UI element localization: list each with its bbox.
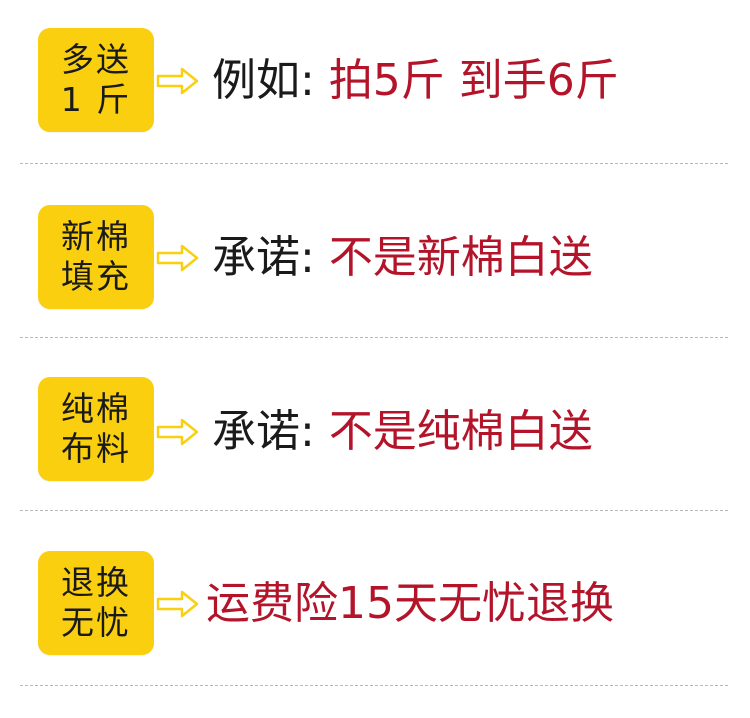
right-arrow-icon (156, 418, 199, 446)
right-arrow-icon (156, 67, 199, 95)
badge-line-1: 纯棉 (61, 389, 131, 428)
dashed-divider (20, 510, 728, 511)
statement-lead: 例如: (212, 55, 329, 106)
right-arrow-icon (156, 244, 199, 272)
badge-worry-free-return: 退换 无忧 (38, 551, 154, 655)
row-statement: 承诺: 不是纯棉白送 (212, 406, 593, 458)
row-statement: 例如: 拍5斤 到手6斤 (212, 55, 619, 107)
badge-line-2: 1 斤 (60, 80, 132, 119)
statement-highlight: 不是新棉白送 (328, 232, 593, 283)
badge-line-1: 新棉 (61, 217, 131, 256)
statement-highlight: 运费险15天无忧退换 (206, 578, 614, 629)
badge-line-2: 无忧 (61, 603, 131, 642)
statement-lead: 承诺: (212, 406, 329, 457)
badge-line-1: 退换 (61, 563, 131, 602)
statement-lead: 承诺: (212, 232, 329, 283)
dashed-divider (20, 337, 728, 338)
dashed-divider (20, 685, 728, 686)
badge-new-cotton: 新棉 填充 (38, 205, 154, 309)
badge-line-2: 布料 (61, 429, 131, 468)
badge-pure-cotton: 纯棉 布料 (38, 377, 154, 481)
row-statement: 运费险15天无忧退换 (206, 578, 614, 630)
row-statement: 承诺: 不是新棉白送 (212, 232, 593, 284)
badge-line-1: 多送 (61, 40, 131, 79)
badge-line-2: 填充 (61, 257, 131, 296)
right-arrow-icon (156, 590, 199, 618)
dashed-divider (20, 163, 728, 164)
badge-extra-weight: 多送 1 斤 (38, 28, 154, 132)
statement-highlight: 拍5斤 到手6斤 (328, 55, 619, 106)
statement-highlight: 不是纯棉白送 (328, 406, 593, 457)
